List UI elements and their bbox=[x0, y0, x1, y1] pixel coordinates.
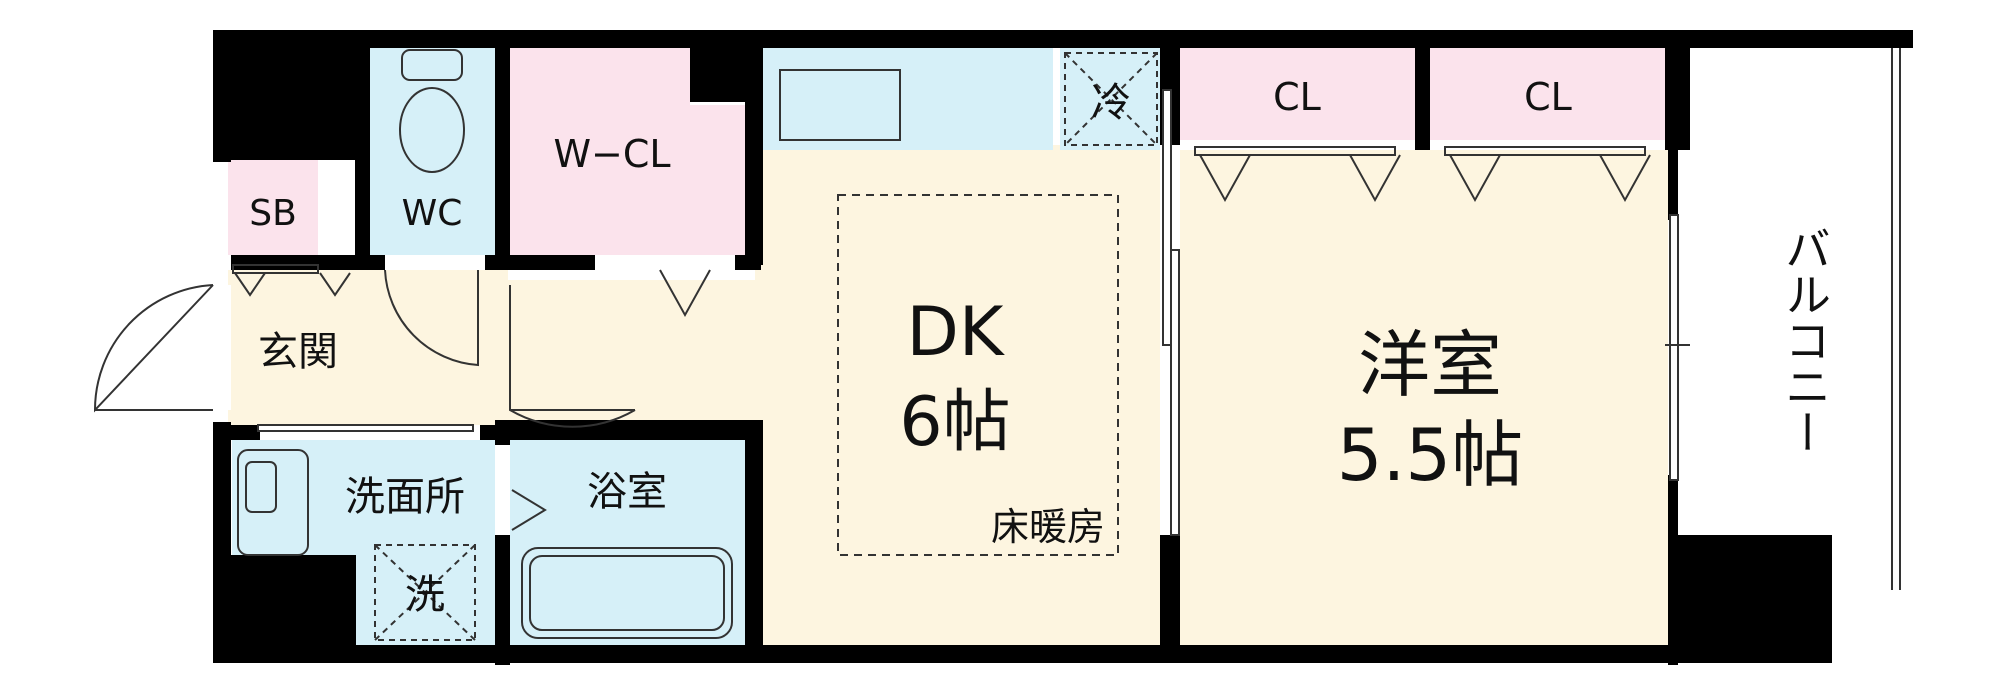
label-wcl: W−CL bbox=[553, 132, 670, 176]
dk-corridor-floor bbox=[505, 280, 760, 430]
cl2-closet bbox=[1430, 45, 1665, 140]
label-senmenjo: 洗面所 bbox=[345, 474, 465, 520]
label-balcony: バルコニー bbox=[1778, 225, 1832, 455]
sb-closet bbox=[228, 160, 318, 255]
label-cl-2: CL bbox=[1524, 75, 1572, 119]
label-yokushitsu: 浴室 bbox=[587, 469, 667, 515]
label-wc: WC bbox=[402, 193, 463, 234]
label-dk-line1: DK bbox=[907, 293, 1006, 372]
hall-floor bbox=[363, 270, 508, 425]
label-dk-line2: 6帖 bbox=[899, 383, 1010, 462]
sliding-doors bbox=[257, 89, 1690, 536]
yoshitsu-floor bbox=[1180, 150, 1670, 645]
balcony bbox=[1690, 48, 1905, 588]
kitchen-counter bbox=[763, 48, 1053, 150]
swing-doors bbox=[93, 269, 636, 531]
bathroom-floor bbox=[510, 440, 745, 645]
label-genkan: 玄関 bbox=[258, 329, 338, 375]
label-sentaku: 洗 bbox=[405, 572, 445, 618]
label-cl-1: CL bbox=[1273, 75, 1321, 119]
label-sb: SB bbox=[249, 193, 297, 234]
fixtures bbox=[237, 48, 1901, 641]
label-yoshitsu-line1: 洋室 bbox=[1358, 323, 1502, 407]
label-reizouko: 冷 bbox=[1091, 80, 1131, 126]
cl1-closet bbox=[1180, 45, 1415, 140]
dk-floor bbox=[755, 145, 1165, 645]
label-yoshitsu-line2: 5.5帖 bbox=[1337, 413, 1524, 497]
closet-doors bbox=[232, 146, 1651, 318]
label-floor-heating: 床暖房 bbox=[991, 505, 1105, 549]
wcl-closet bbox=[510, 45, 745, 255]
